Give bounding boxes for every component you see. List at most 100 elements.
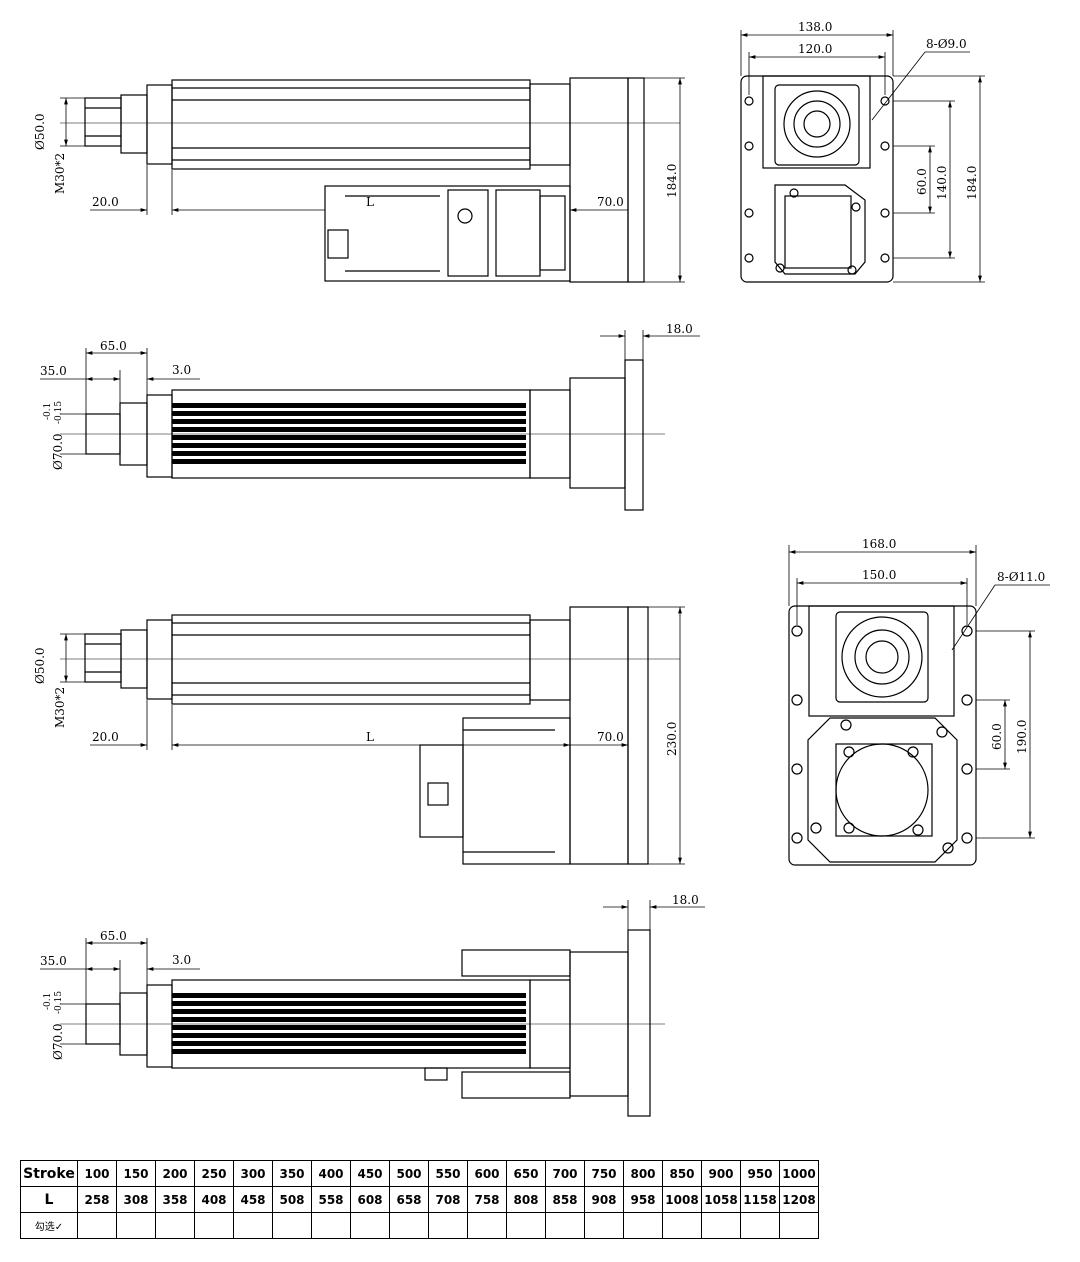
bellows-stripes-2 [172, 993, 526, 1054]
view4-flange: 18.0 [672, 893, 699, 907]
length-cell: 358 [155, 1186, 195, 1213]
end1-width-inner: 120.0 [798, 42, 832, 56]
view1-motor-offset: 70.0 [597, 195, 624, 209]
check-cell[interactable] [701, 1212, 741, 1239]
stroke-cell: 100 [77, 1160, 117, 1187]
length-header: L [20, 1186, 78, 1213]
length-cell: 958 [623, 1186, 663, 1213]
stroke-cell: 350 [272, 1160, 312, 1187]
length-cell: 808 [506, 1186, 546, 1213]
view1-height: 184.0 [665, 164, 679, 198]
view4-gap: 3.0 [172, 953, 191, 967]
stroke-cell: 400 [311, 1160, 351, 1187]
view2-tol-up: -0.1 [43, 403, 53, 420]
side-view-3 [60, 606, 680, 865]
stroke-cell: 850 [662, 1160, 702, 1187]
view1-thread: M30*2 [53, 153, 67, 194]
check-cell[interactable] [233, 1212, 273, 1239]
length-cell: 858 [545, 1186, 585, 1213]
view1-dimensions [60, 77, 685, 283]
stroke-cell: 650 [506, 1160, 546, 1187]
technical-drawing: Ø50.0 M30*2 20.0 L 70.0 184.0 138.0 120.… [33, 20, 1050, 1117]
check-cell[interactable] [584, 1212, 624, 1239]
check-cell[interactable] [506, 1212, 546, 1239]
check-cell[interactable] [350, 1212, 390, 1239]
stroke-cell: 950 [740, 1160, 780, 1187]
view4-tol-up: -0.1 [43, 993, 53, 1010]
view3-height: 230.0 [665, 722, 679, 756]
stroke-cell: 900 [701, 1160, 741, 1187]
stroke-cell: 200 [155, 1160, 195, 1187]
check-cell[interactable] [467, 1212, 507, 1239]
end1-width-outer: 138.0 [798, 20, 832, 34]
view3-dia: Ø50.0 [33, 647, 47, 684]
end2-holes: 8-Ø11.0 [997, 570, 1045, 584]
side-view-1 [60, 77, 680, 283]
length-cell: 508 [272, 1186, 312, 1213]
check-cell[interactable] [779, 1212, 819, 1239]
stroke-cell: 250 [194, 1160, 234, 1187]
stroke-cell: 550 [428, 1160, 468, 1187]
length-cell: 658 [389, 1186, 429, 1213]
length-cell: 608 [350, 1186, 390, 1213]
view4-dimensions [40, 900, 705, 1045]
check-cell[interactable] [194, 1212, 234, 1239]
check-cell[interactable] [623, 1212, 663, 1239]
stroke-row: Stroke 100 150 200 250 300 350 400 450 5… [20, 1160, 819, 1187]
stroke-cell: 700 [545, 1160, 585, 1187]
length-cell: 1158 [740, 1186, 780, 1213]
end2-pitch: 60.0 [990, 723, 1004, 750]
check-cell[interactable] [389, 1212, 429, 1239]
check-cell[interactable] [116, 1212, 156, 1239]
check-cell[interactable] [662, 1212, 702, 1239]
stroke-cell: 800 [623, 1160, 663, 1187]
check-cell[interactable] [311, 1212, 351, 1239]
length-cell: 908 [584, 1186, 624, 1213]
length-cell: 758 [467, 1186, 507, 1213]
view4-rod-len: 65.0 [100, 929, 127, 943]
view3-thread: M30*2 [53, 687, 67, 728]
stroke-cell: 300 [233, 1160, 273, 1187]
view2-tol-low: -0.15 [54, 401, 64, 424]
view3-length: L [366, 730, 374, 744]
end2-dimensions [788, 545, 1050, 839]
end1-outer-h: 184.0 [965, 166, 979, 200]
length-cell: 308 [116, 1186, 156, 1213]
view3-dimensions [60, 606, 685, 865]
end1-pitch: 60.0 [915, 168, 929, 195]
bellows-stripes [172, 403, 526, 464]
side-view-2 [60, 359, 665, 511]
view4-dia: Ø70.0 [51, 1023, 65, 1060]
stroke-header: Stroke [20, 1160, 78, 1187]
length-cell: 458 [233, 1186, 273, 1213]
length-cell: 708 [428, 1186, 468, 1213]
end-view-2 [788, 605, 977, 866]
check-cell[interactable] [77, 1212, 117, 1239]
view3-motor-offset: 70.0 [597, 730, 624, 744]
end-view-1 [740, 75, 894, 283]
check-cell[interactable] [545, 1212, 585, 1239]
length-cell: 258 [77, 1186, 117, 1213]
check-header: 勾选✓ [20, 1212, 78, 1239]
view2-gap: 3.0 [172, 363, 191, 377]
stroke-cell: 1000 [779, 1160, 819, 1187]
stroke-cell: 750 [584, 1160, 624, 1187]
view1-dia: Ø50.0 [33, 113, 47, 150]
view2-nut-len: 35.0 [40, 364, 67, 378]
check-cell[interactable] [155, 1212, 195, 1239]
check-cell[interactable] [272, 1212, 312, 1239]
stroke-cell: 600 [467, 1160, 507, 1187]
end2-width-inner: 150.0 [862, 568, 896, 582]
view1-length: L [366, 195, 374, 209]
stroke-cell: 450 [350, 1160, 390, 1187]
end1-holes: 8-Ø9.0 [926, 37, 967, 51]
check-cell[interactable] [740, 1212, 780, 1239]
view3-gap: 20.0 [92, 730, 119, 744]
stroke-cell: 150 [116, 1160, 156, 1187]
view2-rod-len: 65.0 [100, 339, 127, 353]
length-cell: 1058 [701, 1186, 741, 1213]
view4-nut-len: 35.0 [40, 954, 67, 968]
view2-flange: 18.0 [666, 322, 693, 336]
length-row: L 258 308 358 408 458 508 558 608 658 70… [20, 1186, 819, 1213]
check-cell[interactable] [428, 1212, 468, 1239]
